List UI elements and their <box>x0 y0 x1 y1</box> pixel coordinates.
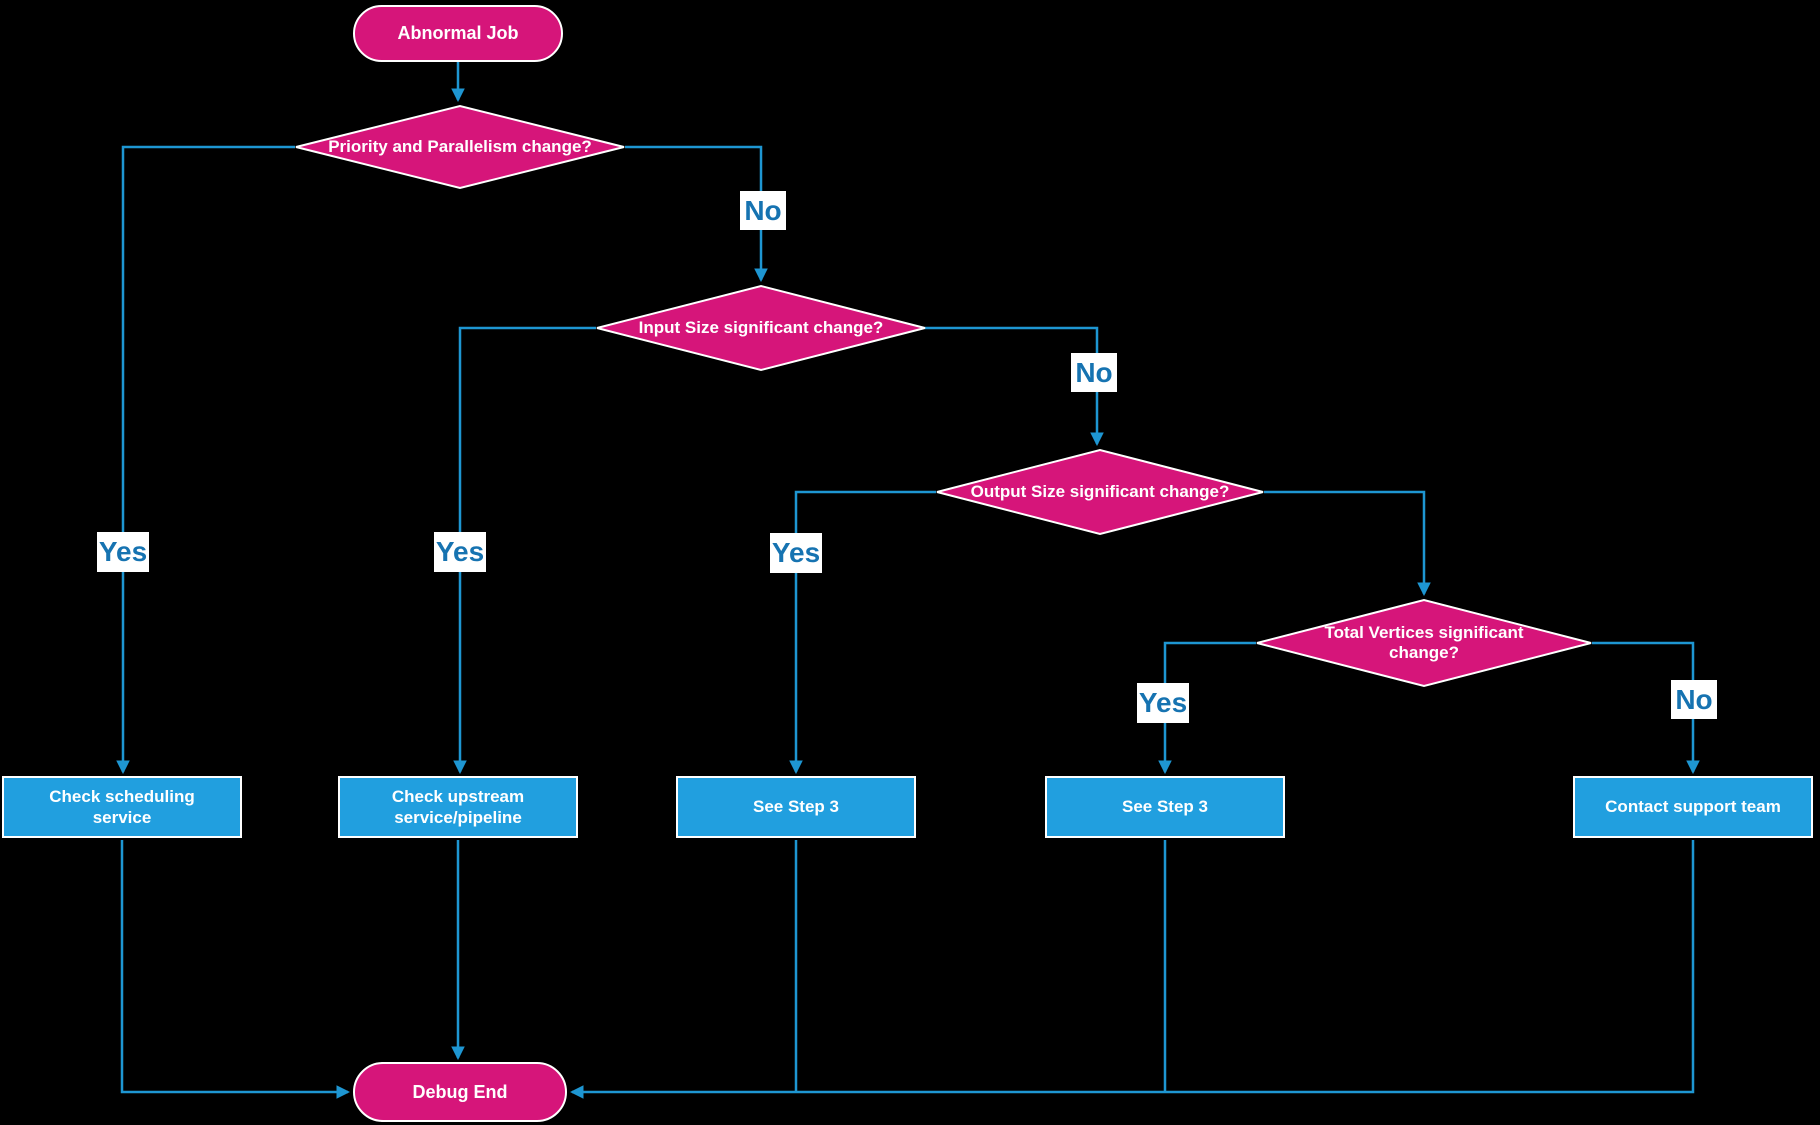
edge-decision1-no-to-decision2 <box>625 145 768 283</box>
process4-label: See Step 3 <box>1122 797 1208 817</box>
edge-process5-to-end <box>569 840 1695 1099</box>
decision1-label: Priority and Parallelism change? <box>328 136 592 156</box>
process-check-upstream-service: Check upstream service/pipeline <box>338 776 578 838</box>
decision-priority-parallelism: Priority and Parallelism change? <box>293 104 627 190</box>
label-decision4-yes: Yes <box>1137 683 1189 723</box>
decision-output-size: Output Size significant change? <box>934 448 1266 536</box>
edge-decision3-no-to-decision4 <box>1264 490 1431 597</box>
label-decision1-no: No <box>740 191 786 230</box>
process-see-step3-right: See Step 3 <box>1045 776 1285 838</box>
process2-label: Check upstream service/pipeline <box>391 786 525 827</box>
label-decision2-no: No <box>1071 353 1117 392</box>
start-node-label: Abnormal Job <box>397 23 519 43</box>
process3-label: See Step 3 <box>753 797 839 817</box>
decision3-label: Output Size significant change? <box>970 481 1230 501</box>
decision-input-size: Input Size significant change? <box>594 284 928 372</box>
edge-decision1-yes-to-process1 <box>116 145 295 775</box>
decision4-label: Total Vertices significant change? <box>1324 622 1524 662</box>
process-contact-support-team: Contact support team <box>1573 776 1813 838</box>
label-decision4-no: No <box>1671 680 1717 719</box>
process1-label: Check scheduling service <box>49 786 195 827</box>
process-check-scheduling-service: Check scheduling service <box>2 776 242 838</box>
end-node: Debug End <box>353 1062 567 1122</box>
edge-decision2-no-to-decision3 <box>925 326 1104 447</box>
edge-decision4-no-to-process5 <box>1592 641 1700 775</box>
diamond-shape <box>596 284 926 372</box>
decision2-label: Input Size significant change? <box>638 317 884 337</box>
diamond-shape <box>295 104 625 190</box>
decision-total-vertices: Total Vertices significant change? <box>1254 598 1594 688</box>
edge-decision3-yes-to-process3 <box>789 490 936 775</box>
process-see-step3-left: See Step 3 <box>676 776 916 838</box>
end-node-label: Debug End <box>412 1081 508 1102</box>
edge-decision2-yes-to-process2 <box>453 326 596 775</box>
diamond-shape <box>1256 598 1592 688</box>
label-decision1-yes: Yes <box>97 532 149 572</box>
edge-process1-to-end <box>120 840 351 1099</box>
edge-decision4-yes-to-process4 <box>1158 641 1256 775</box>
label-decision3-yes: Yes <box>770 533 822 573</box>
process5-label: Contact support team <box>1605 797 1781 817</box>
diamond-shape <box>936 448 1264 536</box>
start-node: Abnormal Job <box>353 5 563 62</box>
label-decision2-yes: Yes <box>434 532 486 572</box>
